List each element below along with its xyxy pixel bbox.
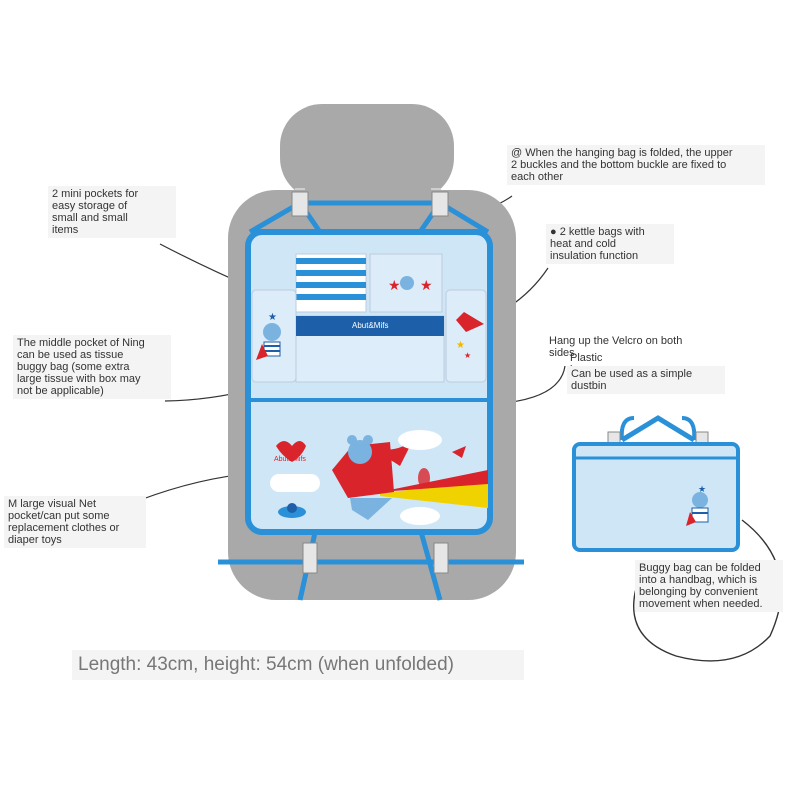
svg-text:★: ★	[464, 351, 471, 360]
headrest	[280, 104, 454, 200]
tissue-pocket-brand: Abut&Mifs	[352, 321, 389, 330]
bear-figure-left	[256, 323, 281, 360]
svg-text:★: ★	[268, 312, 277, 323]
annotation-mini-pockets: 2 mini pockets for easy storage of small…	[48, 186, 176, 238]
annotation-kettle-bags: ● 2 kettle bags with heat and cold insul…	[546, 224, 674, 264]
annotation-handbag: Buggy bag can be folded into a handbag, …	[635, 560, 783, 612]
annotation-buckles: @ When the hanging bag is folded, the up…	[507, 145, 765, 185]
annotation-net-pocket: M large visual Net pocket/can put some r…	[4, 496, 146, 548]
dimension-caption: Length: 43cm, height: 54cm (when unfolde…	[72, 650, 524, 680]
mini-pocket-left	[295, 253, 367, 313]
net-pocket-brand: Abut&Mifs	[274, 456, 306, 463]
annotation-dustbin: Can be used as a simple dustbin	[567, 366, 725, 394]
kettle-bag-right	[445, 289, 487, 383]
net-pocket	[270, 430, 488, 525]
svg-text:★: ★	[420, 278, 433, 294]
annotation-velcro: Hang up the Velcro on both sides	[549, 335, 683, 359]
folded-handbag: ★	[572, 415, 740, 552]
svg-text:★: ★	[698, 485, 706, 495]
svg-text:★: ★	[456, 340, 465, 351]
svg-text:★: ★	[388, 278, 401, 294]
annotation-tissue-pocket: The middle pocket of Ning can be used as…	[13, 335, 171, 399]
